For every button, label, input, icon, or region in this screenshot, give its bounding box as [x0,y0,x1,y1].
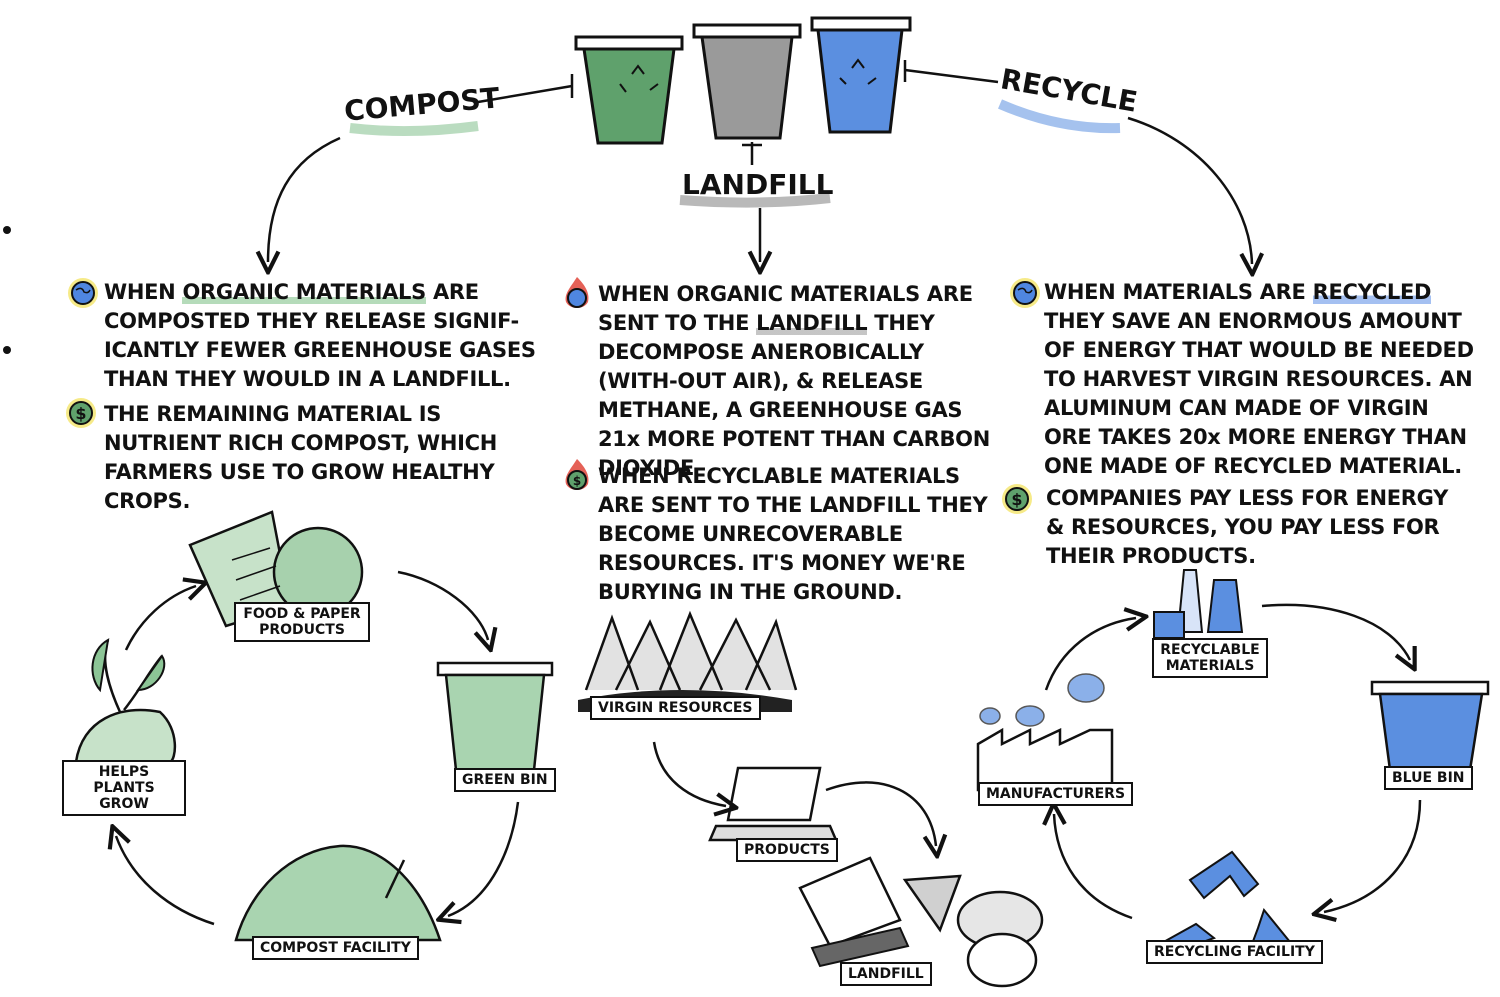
dollar-icon: $ [66,398,96,428]
globe-icon [1010,278,1040,308]
laptop-illustration [708,766,838,842]
label-helps-plants-grow: HELPS PLANTS GROW [62,760,186,816]
recycle-paragraph-2: COMPANIES PAY LESS FOR ENERGY & RESOURCE… [1046,486,1449,568]
globe-icon [68,278,98,308]
label-virgin-resources: VIRGIN RESOURCES [590,696,761,720]
recycle-paragraph-1: WHEN MATERIALS ARE RECYCLED THEY SAVE AN… [1044,280,1474,478]
bulldozer-illustration [798,856,1044,988]
label-recyclable-materials: RECYCLABLE MATERIALS [1152,638,1268,678]
fire-icon [565,277,589,308]
label-landfill: LANDFILL [840,962,932,986]
svg-text:$: $ [1011,490,1022,509]
svg-text:$: $ [75,404,86,423]
dollar-icon: $ [1002,484,1032,514]
fire-icon: $ [565,459,589,490]
compost-pile-illustration [234,844,442,942]
highlight-landfill: LANDFILL [756,311,868,335]
recycling-arrows-illustration [1157,850,1293,954]
factory-illustration [976,673,1114,792]
compost-paragraph-2: THE REMAINING MATERIAL IS NUTRIENT RICH … [104,402,498,513]
label-blue-bin: BLUE BIN [1384,766,1473,790]
compost-paragraph-1: WHEN ORGANIC MATERIALS ARE COMPOSTED THE… [104,280,536,391]
green-bin-small [436,661,554,772]
plant-sprout-illustration [74,638,176,764]
label-manufacturers: MANUFACTURERS [978,782,1134,806]
bottles-illustration [1153,569,1244,639]
blue-bin-small [1370,680,1490,772]
edge-mark [3,346,11,354]
highlight-recycled: RECYCLED [1312,280,1432,304]
gray-bin-top [692,23,802,140]
edge-mark [3,226,11,234]
recycle-symbol-icon [619,58,877,93]
landfill-title: LANDFILL [682,168,834,201]
highlight-organic-materials: ORGANIC MATERIALS [182,280,426,304]
label-food-paper-products: FOOD & PAPER PRODUCTS [234,602,370,642]
svg-text:$: $ [573,474,581,488]
label-green-bin: GREEN BIN [454,768,556,792]
label-compost-facility: COMPOST FACILITY [252,936,419,960]
blue-bin-top [810,16,912,134]
green-bin-top [574,35,684,145]
label-recycling-facility: RECYCLING FACILITY [1146,940,1323,964]
landfill-paragraph-2: WHEN RECYCLABLE MATERIALS ARE SENT TO TH… [598,464,988,604]
label-products: PRODUCTS [736,838,838,862]
landfill-paragraph-1: WHEN ORGANIC MATERIALS ARE SENT TO THE L… [598,282,990,480]
